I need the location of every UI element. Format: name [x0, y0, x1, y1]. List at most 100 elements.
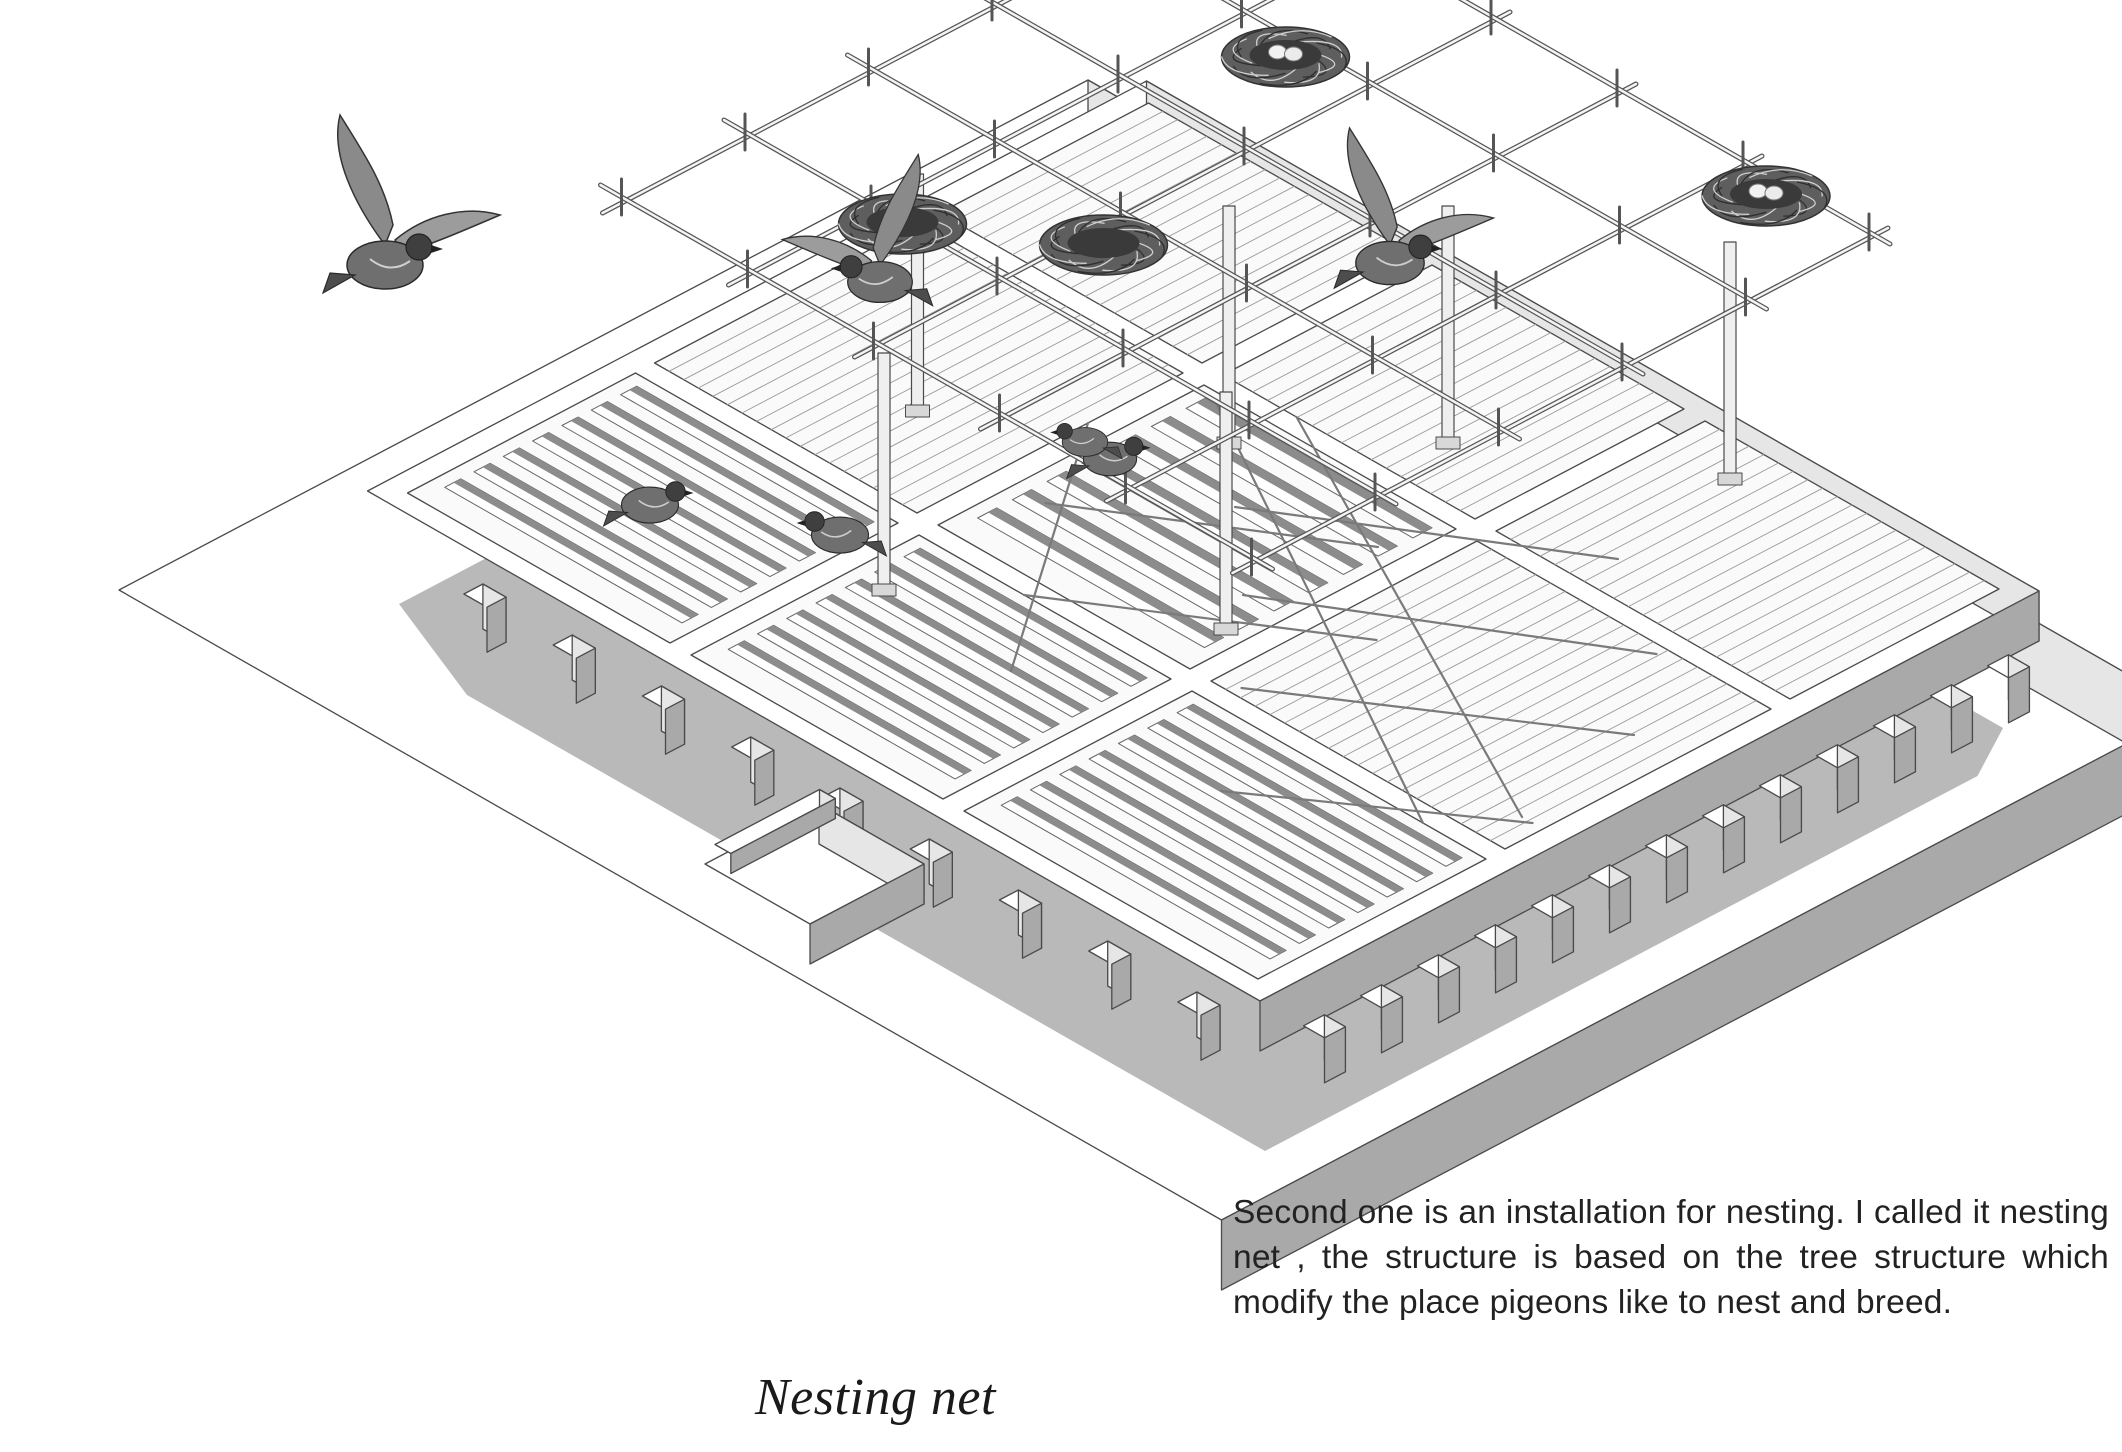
nest-twig — [1713, 204, 1767, 218]
deck-pier — [1986, 654, 2031, 724]
pigeon — [780, 152, 934, 307]
nest-twig — [853, 196, 880, 225]
deck-slat — [1657, 512, 1868, 624]
trough-shade — [854, 579, 1089, 713]
trough-shade — [1185, 704, 1462, 862]
pigeon-wing — [872, 152, 921, 267]
frame-beam-highlight — [1231, 226, 1890, 575]
trough-shade — [482, 463, 728, 603]
pigeon-body — [1355, 240, 1425, 286]
deck-slat — [1372, 632, 1640, 774]
deck-slat — [982, 127, 1193, 239]
deck-pier-right-face — [1323, 1026, 1347, 1084]
pigeon-tail — [1065, 464, 1091, 480]
deck-panels — [406, 102, 2000, 980]
drawing-title: Nesting net — [755, 1369, 996, 1426]
deck-pier — [909, 838, 953, 908]
deck-slat — [1355, 340, 1566, 452]
pigeon-tail — [1333, 269, 1365, 290]
pigeon-body — [847, 260, 913, 304]
frame-beam-highlight — [985, 0, 1645, 376]
deck-slat — [1730, 554, 1941, 666]
egg — [1284, 46, 1303, 62]
pigeon-beak — [431, 245, 443, 253]
pigeon-feather — [858, 276, 894, 285]
trough-slot — [786, 609, 1031, 749]
pigeon-feather — [638, 499, 670, 508]
nests — [837, 26, 1831, 276]
tree-columns — [871, 173, 1743, 636]
deck-pier — [1872, 714, 1917, 784]
trough-slot — [727, 640, 972, 780]
deck-slat — [1296, 306, 1507, 418]
deck-slat — [1311, 315, 1522, 427]
pigeon-feather — [369, 258, 411, 269]
trough-shade — [1022, 489, 1259, 624]
pigeon-wing — [1346, 126, 1398, 247]
deck-pier — [1359, 984, 1404, 1054]
net-shadow-line — [1241, 593, 1658, 656]
column-footing — [1717, 472, 1743, 486]
deck-slat — [1701, 538, 1912, 650]
deck-slat — [968, 119, 1179, 231]
deck-pier-right-face — [1380, 996, 1404, 1054]
deck-pier — [1701, 804, 1746, 874]
pigeon-tail — [602, 510, 630, 527]
deck-slat — [1475, 691, 1743, 833]
frame-beam-highlight — [722, 118, 1398, 506]
deck-panel — [963, 690, 1487, 980]
pigeon-body — [620, 486, 680, 524]
pigeon-feather — [1069, 437, 1095, 445]
nest-twig — [901, 230, 938, 251]
deck-pier — [552, 634, 596, 704]
pigeon-tail — [903, 288, 934, 307]
frame-beam-highlight — [1105, 154, 1764, 503]
nest-twig — [1299, 40, 1343, 58]
nest-twig — [1077, 218, 1127, 234]
trough-shade — [1098, 750, 1375, 908]
deck-slat — [1539, 445, 1750, 557]
deck-pier-right-face — [664, 698, 686, 755]
deck-slat — [997, 135, 1208, 247]
pigeon-body — [810, 516, 870, 554]
nest-twig — [1236, 29, 1263, 58]
net-shadow-line — [1240, 686, 1636, 737]
net-shadow-line — [1044, 501, 1380, 549]
nest-twig — [1779, 179, 1823, 197]
deck-slat — [1627, 496, 1838, 608]
deck-panel — [1210, 540, 1772, 850]
deck-pier — [1644, 834, 1689, 904]
net-shadow-line — [1214, 400, 1425, 825]
tree-column — [1717, 241, 1743, 486]
pigeon-head — [1124, 436, 1144, 456]
nest-twig — [1796, 181, 1828, 208]
deck-pier-right-face — [1200, 1004, 1221, 1061]
nest-twig — [1740, 209, 1798, 225]
deck-piers — [463, 583, 2031, 1084]
pigeon — [1050, 423, 1123, 460]
frame-beam-highlight — [846, 53, 1521, 441]
trough-slot — [1011, 489, 1259, 630]
net-shadow-line — [1219, 789, 1534, 825]
trough-shade — [1068, 765, 1345, 924]
deck-slat — [1284, 582, 1551, 724]
nest — [1220, 26, 1351, 88]
deck-slat — [1745, 563, 1956, 675]
nest-twig — [1117, 228, 1161, 246]
trough-shade — [737, 640, 972, 775]
deck-slat — [1357, 624, 1625, 766]
deck-slat — [1401, 649, 1669, 791]
pigeon-head — [665, 481, 686, 502]
nest-twig — [1134, 230, 1165, 257]
nest-hollow — [1067, 228, 1140, 258]
pigeon-feather — [820, 529, 852, 538]
deck-slat — [1225, 548, 1493, 690]
deck-slat — [1686, 529, 1897, 641]
nest-twig — [1717, 168, 1743, 197]
frame-beam-highlight — [853, 10, 1512, 359]
deck-slat — [1099, 194, 1310, 306]
deck-slat — [1326, 323, 1537, 435]
deck-slat — [1431, 666, 1698, 808]
frame-beam-highlight — [601, 0, 1010, 215]
